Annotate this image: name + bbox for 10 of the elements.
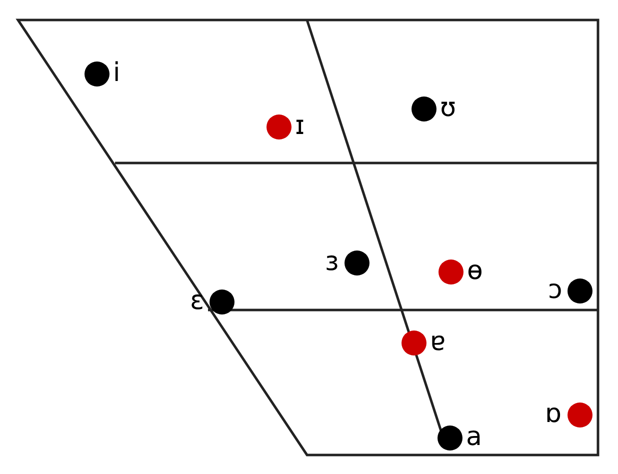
vowel-symbol: ɒ bbox=[545, 399, 562, 429]
vowel-symbol: ɜ bbox=[325, 247, 339, 277]
vowel-symbol: ʊ bbox=[440, 93, 456, 123]
vowel-symbol: ɐ bbox=[430, 327, 446, 357]
vowel-symbol: ɛ bbox=[190, 286, 204, 316]
vowel-symbol: ɪ bbox=[295, 111, 305, 141]
vowel-symbol: ɔ bbox=[548, 275, 562, 305]
vowel-symbol: a bbox=[466, 422, 482, 452]
vowel-symbol: ɵ bbox=[467, 256, 483, 286]
vowel-symbol: i bbox=[113, 58, 120, 88]
